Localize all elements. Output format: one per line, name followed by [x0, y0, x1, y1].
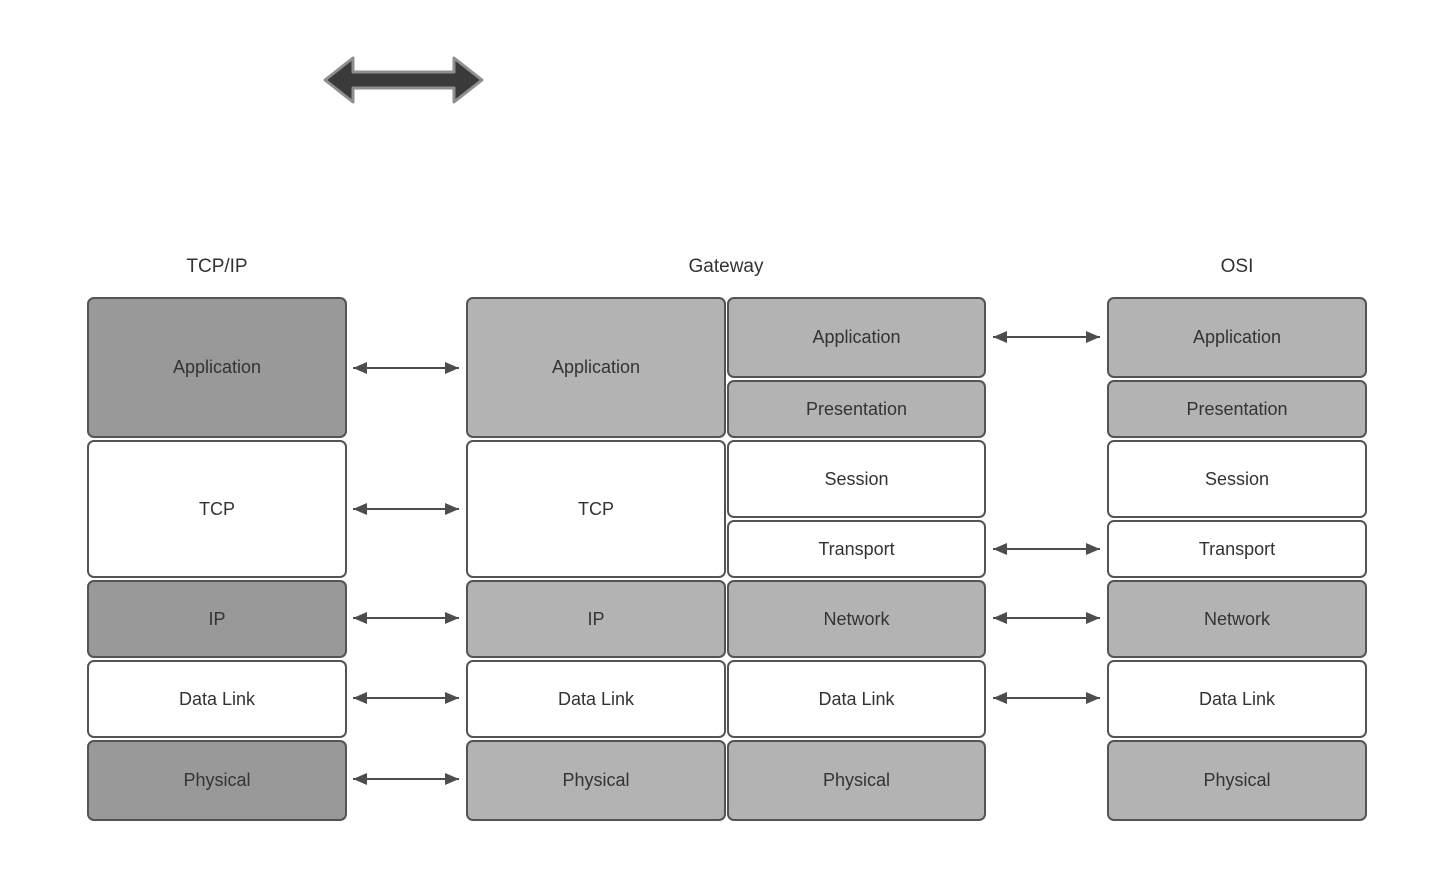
- osi-layer-transport: Transport: [1107, 520, 1367, 578]
- osi-layer-physical: Physical: [1107, 740, 1367, 821]
- osi-layer-data-link: Data Link: [1107, 660, 1367, 738]
- tcpip-layer-data-link: Data Link: [87, 660, 347, 738]
- column-header-tcpip: TCP/IP: [186, 256, 248, 277]
- tcpip-layer-physical: Physical: [87, 740, 347, 821]
- column-header-osi: OSI: [1220, 256, 1254, 277]
- gateway-left-layer-ip: IP: [466, 580, 726, 658]
- gateway-right-layer-presentation: Presentation: [727, 380, 986, 438]
- osi-layer-application: Application: [1107, 297, 1367, 378]
- gateway-right-layer-network: Network: [727, 580, 986, 658]
- gateway-right-layer-session: Session: [727, 440, 986, 518]
- tcpip-layer-application: Application: [87, 297, 347, 438]
- gateway-right-layer-data-link: Data Link: [727, 660, 986, 738]
- column-header-gateway: Gateway: [688, 256, 764, 277]
- gateway-right-layer-application: Application: [727, 297, 986, 378]
- gateway-right-layer-physical: Physical: [727, 740, 986, 821]
- gateway-left-layer-physical: Physical: [466, 740, 726, 821]
- tcpip-layer-ip: IP: [87, 580, 347, 658]
- osi-layer-session: Session: [1107, 440, 1367, 518]
- osi-layer-network: Network: [1107, 580, 1367, 658]
- gateway-left-layer-data-link: Data Link: [466, 660, 726, 738]
- tcpip-layer-tcp: TCP: [87, 440, 347, 578]
- gateway-right-layer-transport: Transport: [727, 520, 986, 578]
- osi-layer-presentation: Presentation: [1107, 380, 1367, 438]
- gateway-left-layer-application: Application: [466, 297, 726, 438]
- gateway-left-layer-tcp: TCP: [466, 440, 726, 578]
